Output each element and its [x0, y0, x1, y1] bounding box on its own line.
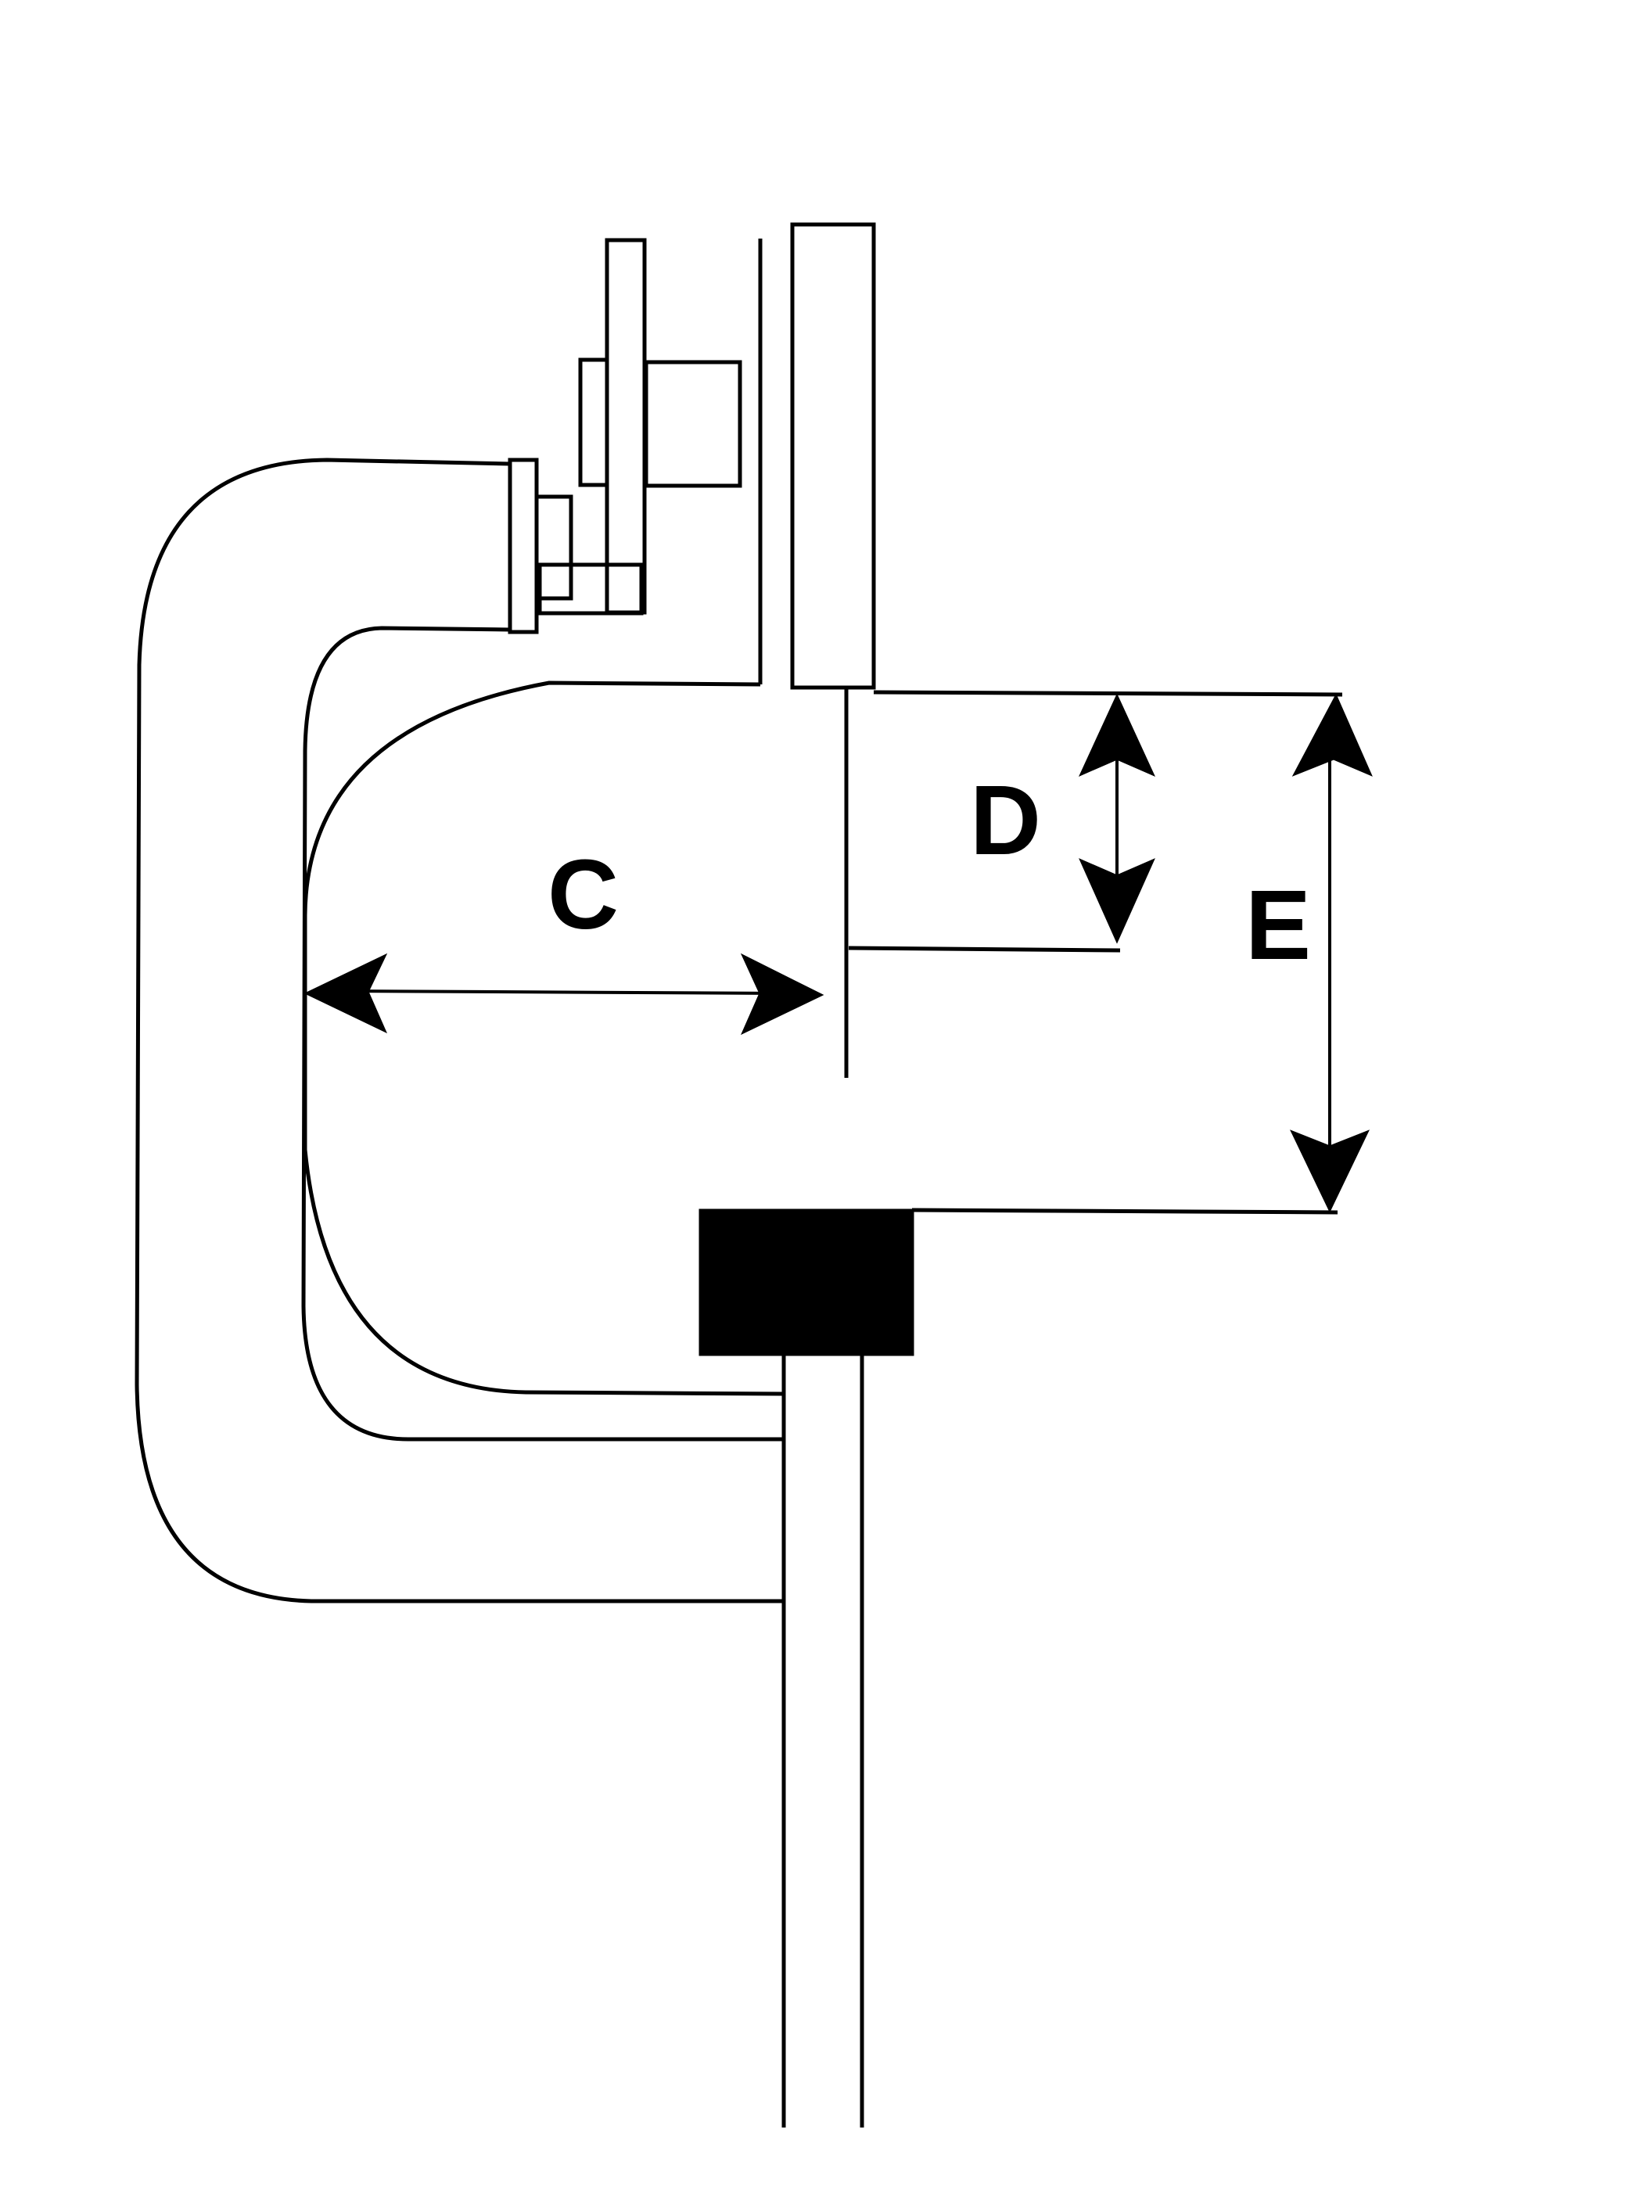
clamp-block — [508, 458, 539, 634]
lower-die — [699, 1208, 914, 1356]
dimension-c-arrow-left — [303, 953, 388, 1034]
screw-stem — [605, 238, 647, 615]
dimension-d-arrow-up — [1078, 693, 1156, 777]
screw-nut-right — [644, 360, 742, 488]
throat-contour — [303, 680, 785, 1396]
dimension-c-arrow-right — [740, 953, 824, 1036]
screw-base-plate — [537, 562, 644, 616]
screw-collar — [534, 494, 573, 601]
dimension-e-label: E — [1245, 870, 1311, 980]
outer-frame — [135, 458, 784, 1603]
dimension-d-arrow-down — [1079, 858, 1155, 944]
dimension-e-arrow-down — [1289, 1129, 1370, 1213]
d-baseline — [848, 946, 1121, 953]
dimension-c-label: C — [548, 839, 619, 950]
dimension-d-label: D — [970, 765, 1041, 875]
dimension-e-arrow-up — [1291, 693, 1373, 777]
lower-ledge — [911, 1208, 1338, 1215]
screw-nut-left — [578, 357, 609, 487]
workpiece-top-edge — [873, 690, 1343, 697]
middle-frame — [301, 626, 784, 1442]
dimension-c-line — [343, 989, 783, 995]
upper-blade — [790, 222, 876, 690]
